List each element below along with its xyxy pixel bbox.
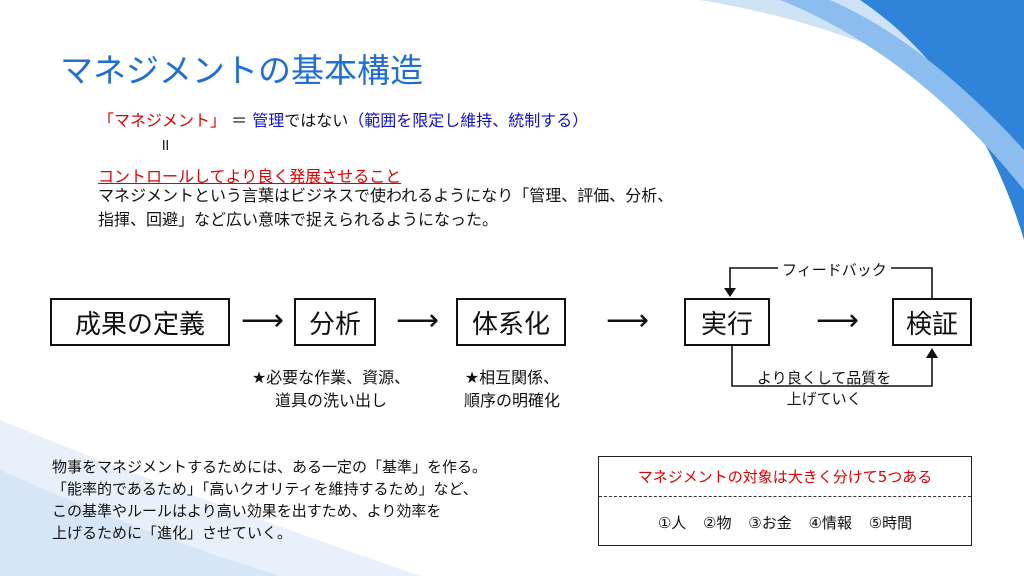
- feedback-arrowhead: [724, 288, 736, 297]
- arrow-right: ⟶: [396, 303, 440, 338]
- equals-sign: ＝: [226, 111, 253, 130]
- systematize-note-line: 順序の明確化: [463, 391, 560, 410]
- management-targets-box: マネジメントの対象は大きく分けて5つある ①人 ②物 ③お金 ④情報 ⑤時間: [598, 456, 972, 546]
- improve-arrowhead: [926, 348, 938, 358]
- arrow-right: ⟶: [816, 303, 860, 338]
- paragraph-line: 上げるために「進化」させていく。: [52, 524, 293, 542]
- paragraph-line: 物事をマネジメントするためには、ある一定の「基準」を作る。: [52, 458, 488, 476]
- systematize-note: ★相互関係、 順序の明確化: [452, 366, 572, 412]
- dashed-divider: [599, 496, 971, 497]
- control-text: コントロールしてより良く発展させること: [98, 167, 402, 186]
- improve-label-line: 上げていく: [786, 390, 862, 408]
- dewanai-text: ではない: [284, 111, 349, 130]
- term-management: 「マネジメント」: [98, 111, 227, 130]
- analysis-note-line: ★必要な作業、資源、: [251, 368, 411, 387]
- description-line: マネジメントという言葉はビジネスで使われるようになり「管理、評価、分析、: [98, 186, 674, 205]
- definition-line: 「マネジメント」 ＝ 管理ではない（範囲を限定し維持、統制する）: [98, 107, 588, 131]
- kanri-word: 管理: [252, 111, 285, 130]
- step-execute: 実行: [684, 298, 770, 346]
- definition-paren: （範囲を限定し維持、統制する）: [348, 111, 589, 130]
- step-verify: 検証: [892, 298, 972, 346]
- improve-label-line: より良くして品質を: [757, 369, 892, 387]
- standards-paragraph: 物事をマネジメントするためには、ある一定の「基準」を作る。 「能率的であるため」…: [52, 456, 487, 544]
- targets-list: ①人 ②物 ③お金 ④情報 ⑤時間: [657, 514, 913, 532]
- step-systematize: 体系化: [456, 298, 566, 346]
- improve-quality-label: より良くして品質を 上げていく: [757, 368, 891, 410]
- vertical-equals-mark: ॥: [160, 135, 170, 154]
- paragraph-line: 「能率的であるため」「高いクオリティを維持するため」など、: [52, 480, 478, 498]
- deco-faint-swoosh-bottom: [0, 470, 280, 576]
- step-analysis: 分析: [294, 298, 376, 346]
- arrow-right: ⟶: [241, 303, 285, 338]
- step-define-results: 成果の定義: [50, 298, 230, 346]
- analysis-note-line: 道具の洗い出し: [274, 391, 387, 410]
- deco-dark-swoosh-right: [860, 0, 1024, 240]
- targets-title: マネジメントの対象は大きく分けて5つある: [637, 468, 933, 486]
- paragraph-line: この基準やルールはより高い効果を出すため、より効率を: [52, 502, 442, 520]
- arrow-right: ⟶: [606, 303, 650, 338]
- analysis-note: ★必要な作業、資源、 道具の洗い出し: [246, 366, 416, 412]
- feedback-label: フィードバック: [778, 259, 891, 280]
- page-title: マネジメントの基本構造: [60, 51, 423, 90]
- description: マネジメントという言葉はビジネスで使われるようになり「管理、評価、分析、 指揮、…: [98, 184, 673, 232]
- description-line: 指揮、回避」など広い意味で捉えられるようになった。: [98, 210, 499, 229]
- improve-line: [731, 346, 933, 387]
- systematize-note-line: ★相互関係、: [464, 368, 560, 387]
